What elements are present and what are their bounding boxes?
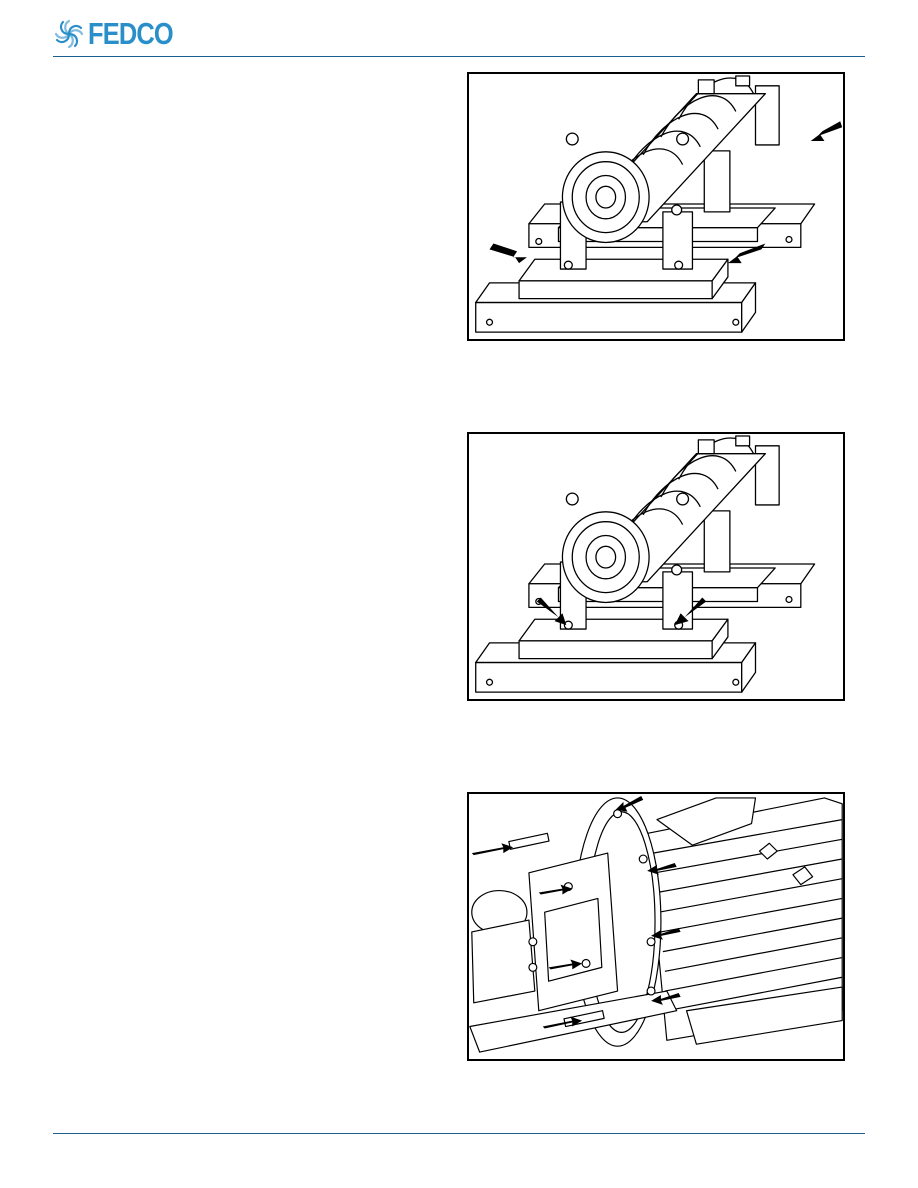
footer-rule (53, 1133, 865, 1134)
pump-illustration (469, 434, 843, 699)
pump-illustration (469, 74, 843, 339)
motor-adapter-illustration (469, 794, 843, 1059)
swirl-logo-icon (53, 18, 85, 50)
figure-pump-baseplate-1 (467, 72, 845, 341)
brand-name: FEDCO (88, 18, 173, 50)
figure-pump-baseplate-2 (467, 432, 845, 701)
figure-motor-adapter (467, 792, 845, 1061)
fedco-logo: FEDCO (53, 18, 192, 50)
header-rule (53, 56, 865, 57)
page-header: FEDCO (53, 14, 865, 58)
